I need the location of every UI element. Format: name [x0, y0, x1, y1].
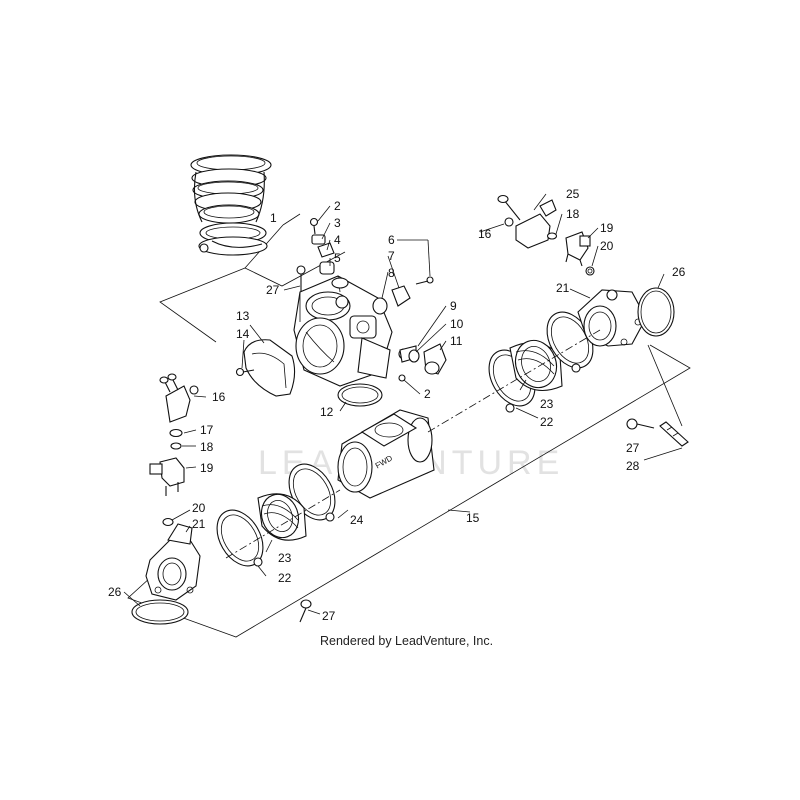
callout-5: 5: [334, 251, 341, 265]
right-seal-26-inner: [640, 290, 672, 334]
callout-2: 2: [334, 199, 341, 213]
callout-15: 15: [466, 511, 480, 525]
callout-20-left: 20: [192, 501, 206, 515]
left-seal-26-inner: [135, 602, 185, 622]
callout-10: 10: [450, 317, 464, 331]
tee-manifold-part: FWD: [337, 409, 435, 499]
callout-14: 14: [236, 327, 250, 341]
callout-24: 24: [350, 513, 364, 527]
callout-27-right: 27: [626, 441, 640, 455]
callout-26-right: 26: [672, 265, 686, 279]
callout-6: 6: [388, 233, 395, 247]
sensor-parts: [398, 343, 447, 382]
callout-23-right: 23: [540, 397, 554, 411]
callout-8: 8: [388, 266, 395, 280]
bolt-27-right: [626, 418, 655, 430]
pulley-cover-part: [235, 339, 296, 397]
intake-boot-part: [190, 154, 272, 256]
callout-17: 17: [200, 423, 214, 437]
callout-27-upper: 27: [266, 283, 280, 297]
callout-7: 7: [388, 249, 395, 263]
callout-11: 11: [450, 334, 463, 348]
callout-22-right: 22: [540, 415, 554, 429]
callout-4: 4: [334, 233, 341, 247]
callout-2-lower: 2: [424, 387, 431, 401]
right-injector-housing-part: [577, 289, 647, 347]
callout-13: 13: [236, 309, 250, 323]
centerline: [225, 329, 601, 559]
callout-labels: 1 2 3 4 5 6 7 8 9 10 11 2 12 13 14 27 16…: [108, 187, 686, 623]
callout-22-left: 22: [278, 571, 292, 585]
callout-9: 9: [450, 299, 457, 313]
credit-text: Rendered by LeadVenture, Inc.: [320, 634, 493, 648]
right-seal-26-part: [637, 287, 675, 337]
o-ring-12-inner: [341, 386, 379, 404]
callout-16-right: 16: [478, 227, 492, 241]
callout-16-left: 16: [212, 390, 226, 404]
o-ring-12-part: [337, 383, 383, 407]
callout-19-left: 19: [200, 461, 214, 475]
callout-27-lower: 27: [322, 609, 336, 623]
leader-lines: [123, 193, 683, 615]
callout-3: 3: [334, 216, 341, 230]
bracket-assembly-15: [127, 344, 691, 638]
left-seal-26-part: [131, 599, 189, 625]
callout-1: 1: [270, 211, 277, 225]
bolt-27-lower: [299, 599, 312, 623]
callout-21-right: 21: [556, 281, 570, 295]
right-clamp-boot-group: [488, 311, 594, 413]
callout-26-left: 26: [108, 585, 122, 599]
callout-21-left: 21: [192, 517, 206, 531]
left-fuel-rail-parts: [149, 373, 199, 527]
callout-28: 28: [626, 459, 640, 473]
right-fuel-rail-parts: [497, 194, 595, 276]
callout-18-right: 18: [566, 207, 580, 221]
callout-20-right: 20: [600, 239, 614, 253]
tool-28: [659, 421, 689, 447]
left-clamp-boot-group: [216, 463, 336, 567]
throttle-body-part: [293, 275, 393, 387]
callout-25: 25: [566, 187, 580, 201]
top-small-parts: [296, 217, 434, 315]
callout-23-left: 23: [278, 551, 292, 565]
callout-12: 12: [320, 405, 334, 419]
callout-18-left: 18: [200, 440, 214, 454]
left-injector-housing-part: [145, 523, 201, 601]
callout-19-right: 19: [600, 221, 614, 235]
